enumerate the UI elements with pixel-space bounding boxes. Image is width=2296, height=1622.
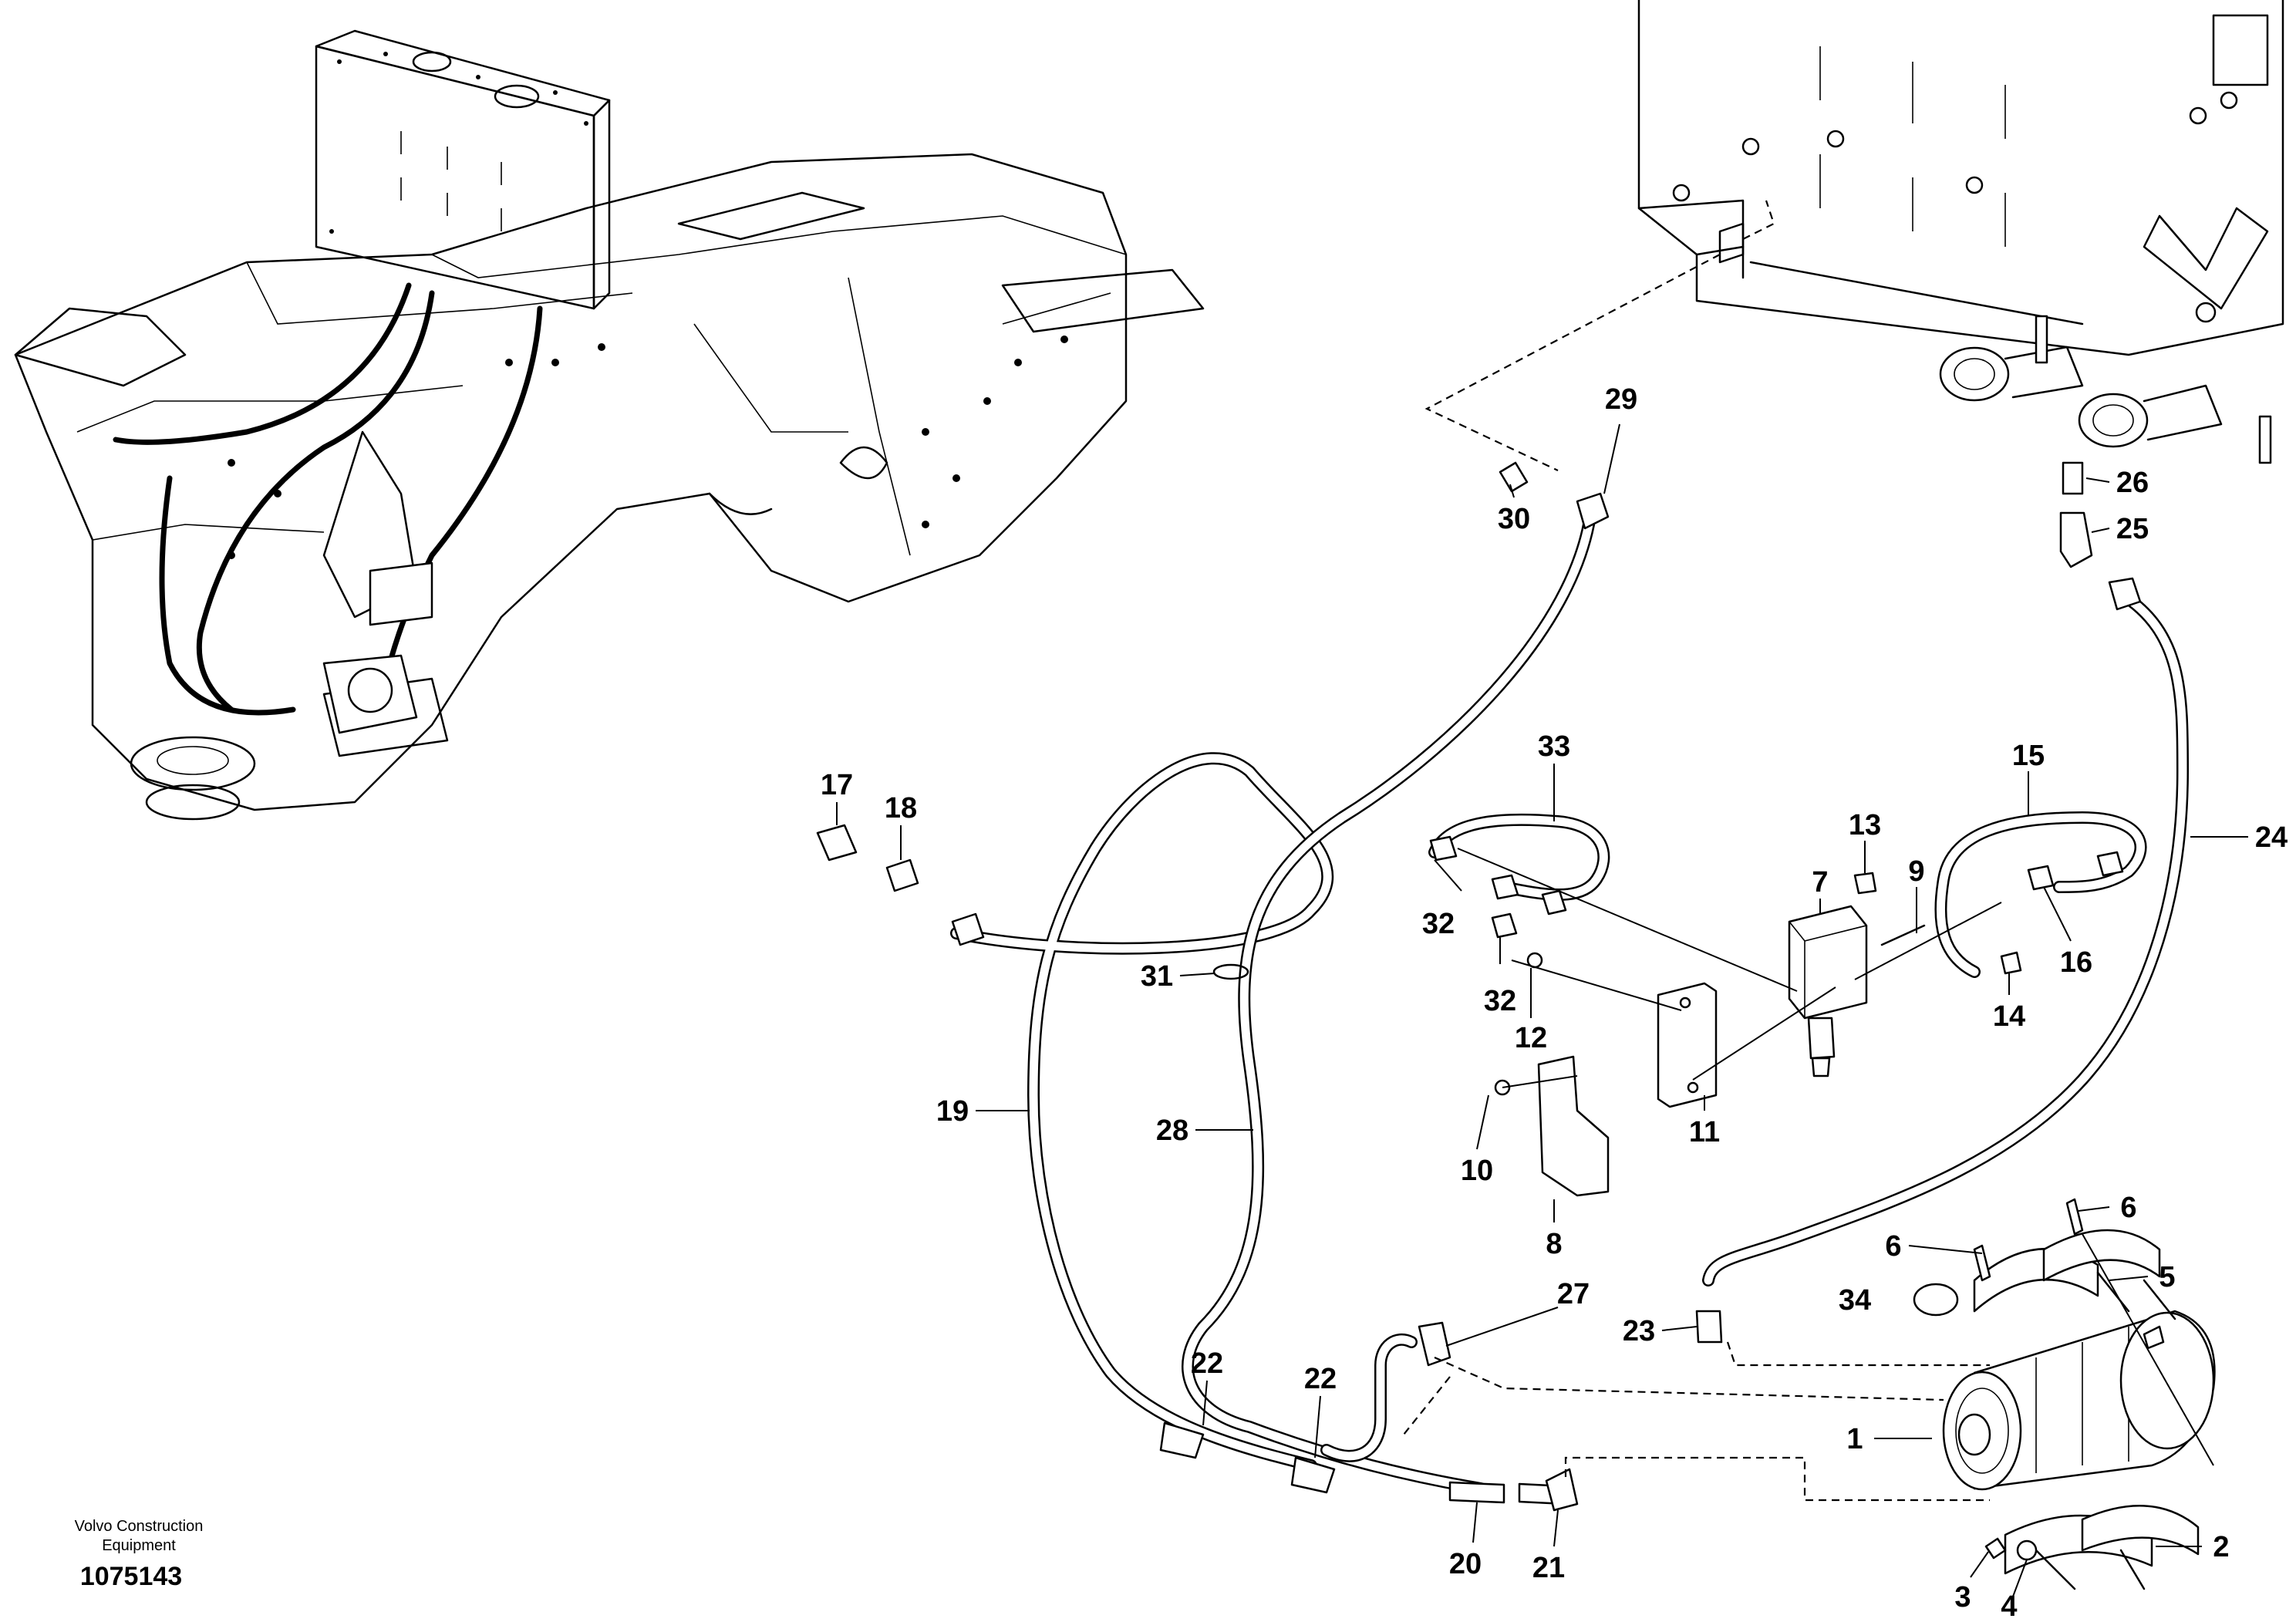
callout-6b: 6 [2120, 1192, 2136, 1224]
callout-18: 18 [885, 792, 917, 824]
callout-8: 8 [1546, 1228, 1562, 1260]
callout-2: 2 [2213, 1531, 2229, 1563]
callout-11: 11 [1689, 1116, 1720, 1148]
callout-14: 14 [1993, 1000, 2025, 1033]
callout-32b: 32 [1484, 985, 1516, 1017]
valve-and-brackets [1537, 905, 1868, 1197]
hose-assembly [950, 518, 2189, 1495]
callout-25: 25 [2116, 513, 2149, 545]
callout-21: 21 [1532, 1552, 1565, 1584]
frame-hoses [113, 282, 543, 734]
callout-33: 33 [1538, 730, 1570, 763]
callout-22a: 22 [1191, 1347, 1223, 1380]
callout-34: 34 [1839, 1284, 1871, 1317]
brand-line-1: Volvo Construction [75, 1518, 204, 1535]
callout-19: 19 [936, 1095, 969, 1128]
callout-12: 12 [1515, 1022, 1547, 1054]
callout-3: 3 [1954, 1581, 1971, 1614]
connection-lines [1403, 200, 2002, 1502]
motor-and-clamps [1913, 1198, 2216, 1590]
callout-16: 16 [2060, 946, 2092, 979]
callouts: 1 2 3 4 5 6 6 7 8 9 10 11 12 13 14 15 16… [821, 383, 2288, 1622]
callout-26: 26 [2116, 467, 2149, 499]
callout-24: 24 [2255, 821, 2288, 854]
callout-28: 28 [1156, 1114, 1188, 1147]
footer: Volvo Construction Equipment 1075143 [75, 1518, 204, 1591]
callout-29: 29 [1605, 383, 1637, 416]
callout-23: 23 [1623, 1315, 1655, 1347]
brand-line-2: Equipment [102, 1537, 176, 1554]
callout-13: 13 [1849, 809, 1881, 841]
callout-20: 20 [1449, 1548, 1482, 1580]
tank-housing [1637, 0, 2284, 464]
frame-tank [315, 29, 611, 310]
callout-32a: 32 [1422, 908, 1455, 940]
callout-6a: 6 [1885, 1230, 1901, 1263]
callout-7: 7 [1812, 866, 1828, 899]
drawing-number: 1075143 [80, 1562, 182, 1591]
callout-22b: 22 [1304, 1363, 1337, 1395]
callout-1: 1 [1846, 1423, 1863, 1455]
callout-5: 5 [2159, 1261, 2175, 1293]
callout-30: 30 [1498, 503, 1530, 535]
callout-leaders [836, 423, 2248, 1597]
fittings [816, 461, 2142, 1512]
callout-10: 10 [1461, 1155, 1493, 1187]
callout-31: 31 [1141, 960, 1173, 993]
callout-17: 17 [821, 769, 853, 801]
callout-4: 4 [2001, 1590, 2017, 1622]
callout-15: 15 [2012, 740, 2045, 772]
callout-9: 9 [1908, 855, 1924, 888]
callout-27: 27 [1557, 1278, 1590, 1310]
